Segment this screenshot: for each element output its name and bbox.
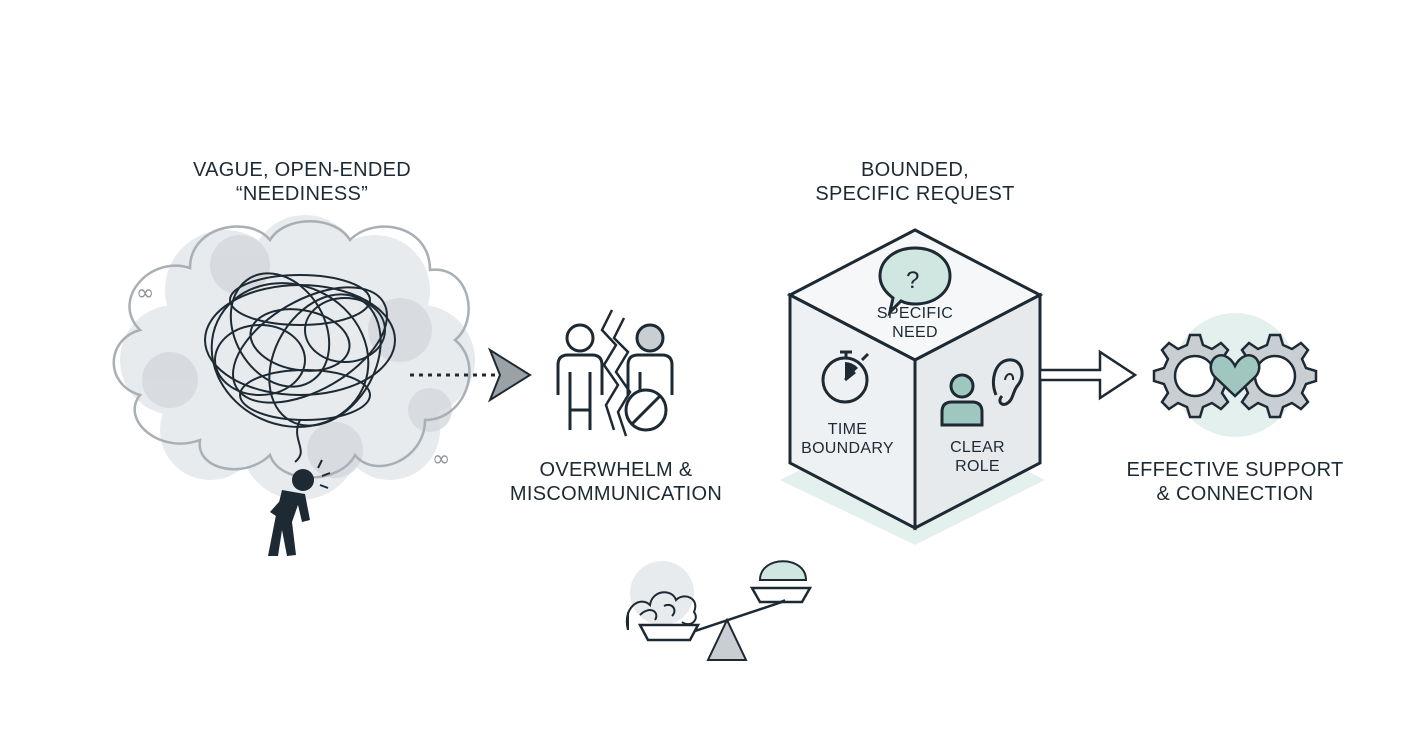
cube-top-line2: NEED [892, 324, 938, 341]
tangled-thought-cloud: ∞ ∞ [112, 215, 475, 500]
svg-text:?: ? [906, 267, 919, 294]
cube-left-line2: BOUNDARY [801, 440, 894, 457]
svg-text:∞: ∞ [432, 447, 450, 472]
cube-right-line2: ROLE [955, 458, 1000, 475]
cube-top-label: SPECIFIC NEED [855, 304, 975, 342]
broken-connection-people-icon [556, 309, 674, 437]
overwhelmed-person-icon [268, 459, 331, 556]
vague-title-line2: “NEEDINESS” [235, 183, 369, 205]
stopwatch-icon [821, 350, 870, 404]
vague-title: VAGUE, OPEN-ENDED “NEEDINESS” [186, 158, 418, 206]
request-title-line1: BOUNDED, [861, 159, 969, 181]
request-title-line2: SPECIFIC REQUEST [815, 183, 1015, 205]
result-label: EFFECTIVE SUPPORT & CONNECTION [1118, 458, 1352, 506]
question-speech-bubble-icon: ? [878, 246, 952, 317]
middle-label-line2: MISCOMMUNICATION [509, 483, 723, 505]
result-label-line2: & CONNECTION [1156, 483, 1314, 505]
cube-right-line1: CLEAR [950, 439, 1005, 456]
listening-person-icon [940, 358, 1024, 427]
cube-left-label: TIME BOUNDARY [790, 420, 905, 458]
request-title: BOUNDED, SPECIFIC REQUEST [800, 158, 1030, 206]
solid-arrow [1038, 349, 1138, 401]
cube-right-label: CLEAR ROLE [925, 438, 1030, 476]
middle-label-line1: OVERWHELM & [539, 459, 693, 481]
dotted-arrow [410, 347, 532, 403]
cube-top-line1: SPECIFIC [876, 305, 954, 322]
svg-text:∞: ∞ [136, 281, 154, 306]
cube-left-line1: TIME [827, 421, 868, 438]
heart-gears-icon [1152, 313, 1318, 437]
balance-scale-icon [625, 560, 813, 661]
result-label-line1: EFFECTIVE SUPPORT [1126, 459, 1344, 481]
middle-label: OVERWHELM & MISCOMMUNICATION [500, 458, 732, 506]
vague-title-line1: VAGUE, OPEN-ENDED [192, 159, 412, 181]
